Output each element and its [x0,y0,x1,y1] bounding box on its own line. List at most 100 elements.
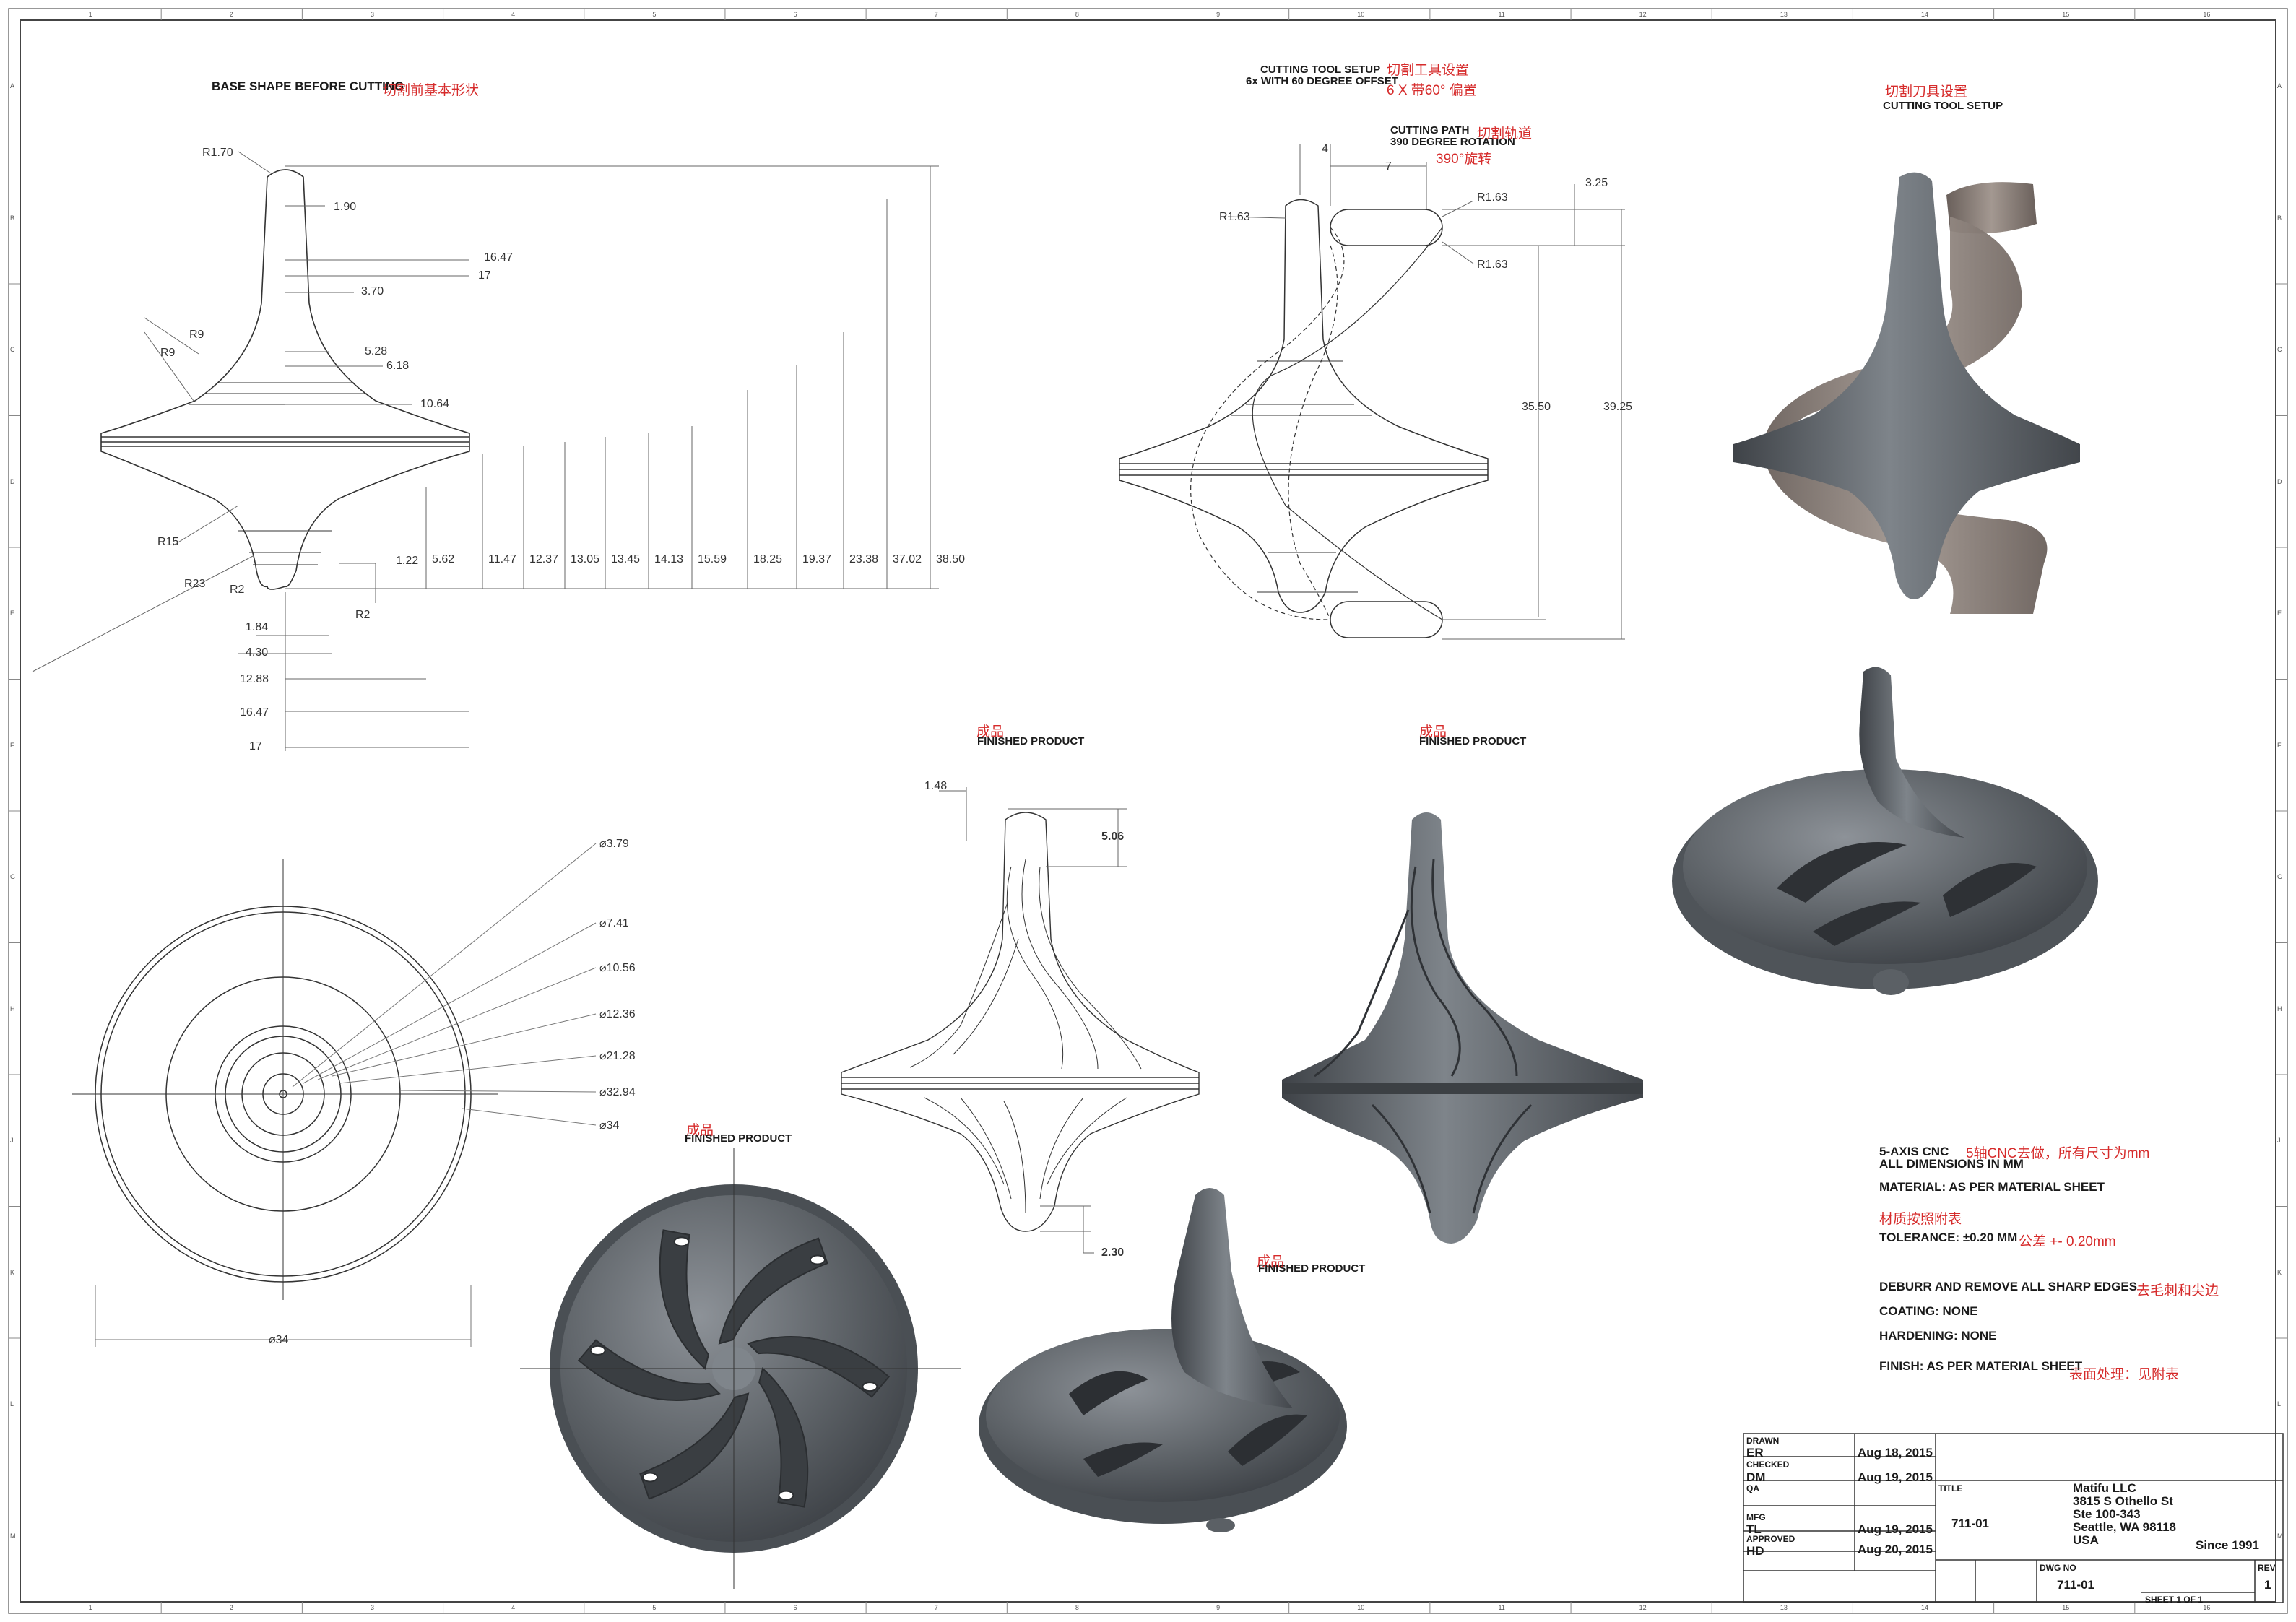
plan-view [72,859,498,1300]
base-height-dim: 38.50 [936,553,966,565]
ruler-label-side: C [2277,346,2282,354]
note-material: MATERIAL: AS PER MATERIAL SHEET [1879,1180,2105,1194]
base-shape-title-cn: 切割前基本形状 [383,83,480,98]
dim-r15: R15 [157,536,179,548]
cutting-tool-render [1733,172,2080,614]
dim-1647a: 16.47 [484,251,514,264]
tb-mfg-date: Aug 19, 2015 [1858,1522,1933,1536]
tb-checked-label: CHECKED [1746,1460,1790,1470]
ruler-label-side: H [10,1005,15,1012]
ruler-label-side: H [2277,1005,2282,1012]
dim-r170: R1.70 [202,147,233,159]
tb-company-line: 3815 S Othello St [2073,1494,2173,1508]
dim-506: 5.06 [1101,830,1125,843]
plan-dim-741: ⌀7.41 [599,917,629,929]
ruler-label-top: 4 [511,11,516,18]
blade-hole [673,1236,690,1247]
ruler-label-side: A [2277,82,2282,90]
tb-company-line: USA [2073,1533,2099,1547]
dim-4: 4 [1322,143,1328,155]
ruler-label-top: 1 [88,11,92,18]
finished-2-cn: 成品 [1419,724,1447,740]
cutting-tool-offset-cn: 6 X 带60° 偏置 [1387,83,1477,98]
finished-product-render-perspective [979,1188,1347,1532]
dim-r163a: R1.63 [1219,211,1250,223]
ruler-label-side: K [2277,1268,2282,1276]
title-block-grid [1743,1433,2284,1603]
ruler-label-top: 5 [652,1604,657,1611]
ruler-label-side: D [10,477,15,485]
cutting-tool-offset: 6x WITH 60 DEGREE OFFSET [1246,75,1398,87]
blade-hole [642,1472,659,1483]
tb-approved-label: APPROVED [1746,1534,1795,1544]
ruler-label-side: M [2277,1532,2283,1540]
swirl-blade [747,1336,891,1398]
dim-r9a: R9 [189,329,204,341]
ruler-label-top: 9 [1216,1604,1221,1611]
finished-product-render-upright [1282,812,1643,1244]
plan-width-dim: ⌀34 [269,1334,289,1346]
ruler-label-side: G [2277,873,2283,881]
cutting-path-title: CUTTING PATH [1390,124,1470,136]
ruler-label-top: 13 [1780,11,1788,18]
tb-qa-label: QA [1746,1483,1759,1493]
dim-325: 3.25 [1585,177,1608,189]
note-all-dims: ALL DIMENSIONS IN MM [1879,1157,2024,1171]
ruler-label-side: E [2277,610,2282,617]
plan-dim-2128: ⌀21.28 [599,1050,636,1062]
tb-mfg-by: TL [1746,1522,1762,1536]
ruler-label-top: 9 [1216,11,1221,18]
ruler-label-top: 2 [229,11,233,18]
dim-122: 1.22 [396,555,419,567]
base-height-dim: 13.05 [571,553,600,565]
base-shape-title: BASE SHAPE BEFORE CUTTING [212,79,404,93]
tool-render-title-cn: 切割刀具设置 [1885,84,1968,100]
dim-r163c: R1.63 [1477,259,1508,271]
swirl-blade [659,1229,709,1370]
ruler-label-top: 5 [652,11,657,18]
tb-company-line: Seattle, WA 98118 [2073,1520,2177,1534]
ruler-label-top: 6 [793,1604,797,1611]
plan-dim-1236: ⌀12.36 [599,1008,636,1020]
ruler-label-top: 7 [934,11,938,18]
tb-title-value: 711-01 [1951,1517,1989,1530]
dim-r9b: R9 [160,347,176,359]
ruler-label-top: 16 [2203,1604,2211,1611]
base-height-dim: 13.45 [611,553,641,565]
ruler-label-side: D [2277,477,2282,485]
ruler-label-top: 2 [229,1604,233,1611]
ruler-label-side: C [10,346,15,354]
tb-drawn-by: ER [1746,1446,1764,1460]
tb-mfg-label: MFG [1746,1512,1766,1522]
ruler-label-top: 1 [88,1604,92,1611]
tb-sheet: SHEET 1 OF 1 [2145,1595,2204,1605]
ruler-label-top: 15 [2062,11,2070,18]
ruler-label-top: 13 [1780,1604,1788,1611]
dim-7: 7 [1385,160,1392,173]
dim-r163b: R1.63 [1477,191,1508,204]
tb-checked-by: DM [1746,1470,1766,1484]
ruler-label-side: L [10,1400,14,1408]
base-shape-elevation [100,169,470,590]
ruler-label-top: 12 [1639,1604,1647,1611]
cutting-path-rotation-cn: 390°旋转 [1436,152,1492,167]
dim-17b: 17 [249,740,262,753]
finished-product-line-drawing [841,812,1200,1232]
base-height-dim: 14.13 [654,553,684,565]
dim-528: 5.28 [365,345,388,357]
base-height-dim: 5.62 [432,553,455,565]
dim-370: 3.70 [361,285,384,298]
cutting-path-rotation: 390 DEGREE ROTATION [1390,136,1515,148]
ruler-label-top: 11 [1498,11,1505,18]
ruler-label-top: 16 [2203,11,2211,18]
ruler-label-top: 6 [793,11,797,18]
base-height-dim: 37.02 [893,553,922,565]
finished-1-en: FINISHED PRODUCT [977,735,1085,747]
note-finish: FINISH: AS PER MATERIAL SHEET [1879,1359,2083,1373]
ruler-label-top: 10 [1357,11,1365,18]
ruler-label-top: 4 [511,1604,516,1611]
tb-rev-label: REV [2258,1563,2276,1573]
cutting-tool-dimension-lines [1227,144,1625,640]
note-finish-cn: 表面处理：见附表 [2069,1367,2180,1382]
ruler-label-side: F [2277,741,2282,749]
